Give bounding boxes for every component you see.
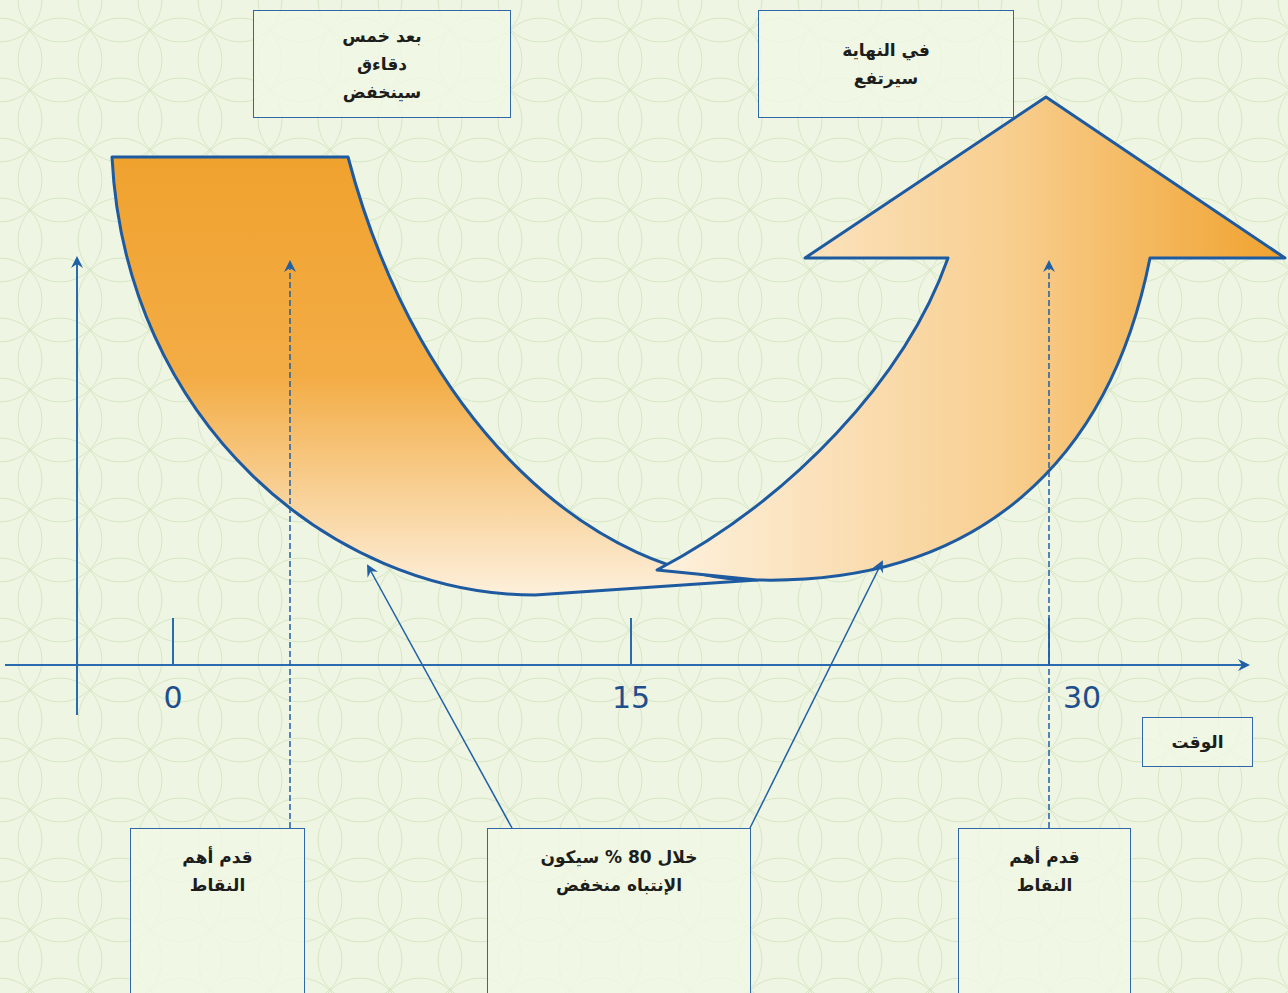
box-text: في النهاية سيرتفع bbox=[831, 36, 941, 92]
tip-box: قدم أهم النقاط bbox=[958, 828, 1131, 993]
note-box: في النهاية سيرتفع bbox=[758, 10, 1014, 118]
axis-number: 30 bbox=[1063, 680, 1101, 715]
axis-tick bbox=[630, 618, 632, 665]
falling-arrow bbox=[112, 157, 757, 595]
value-axis bbox=[76, 258, 78, 715]
note-box: بعد خمس دقاءق سينخفض bbox=[253, 10, 511, 118]
leader-line bbox=[750, 562, 882, 828]
tip-box: قدم أهم النقاط bbox=[130, 828, 305, 993]
axis-title-box: الوقت bbox=[1142, 717, 1253, 767]
box-text: خلال 80 % سيكون الإنتباه منخفض bbox=[529, 843, 709, 899]
box-text: الوقت bbox=[1172, 728, 1224, 756]
axis-number: 0 bbox=[163, 680, 182, 715]
rising-arrow bbox=[657, 97, 1285, 580]
time-axis bbox=[5, 664, 1248, 666]
axis-tick bbox=[172, 618, 174, 665]
leader-line bbox=[1048, 262, 1050, 828]
box-text: بعد خمس دقاءق سينخفض bbox=[320, 22, 445, 106]
box-text: قدم أهم النقاط bbox=[173, 843, 263, 899]
leader-line bbox=[368, 566, 512, 828]
tip-box: خلال 80 % سيكون الإنتباه منخفض bbox=[487, 828, 751, 993]
box-text: قدم أهم النقاط bbox=[1000, 843, 1090, 899]
axis-number: 15 bbox=[612, 680, 650, 715]
leader-line bbox=[289, 262, 291, 828]
